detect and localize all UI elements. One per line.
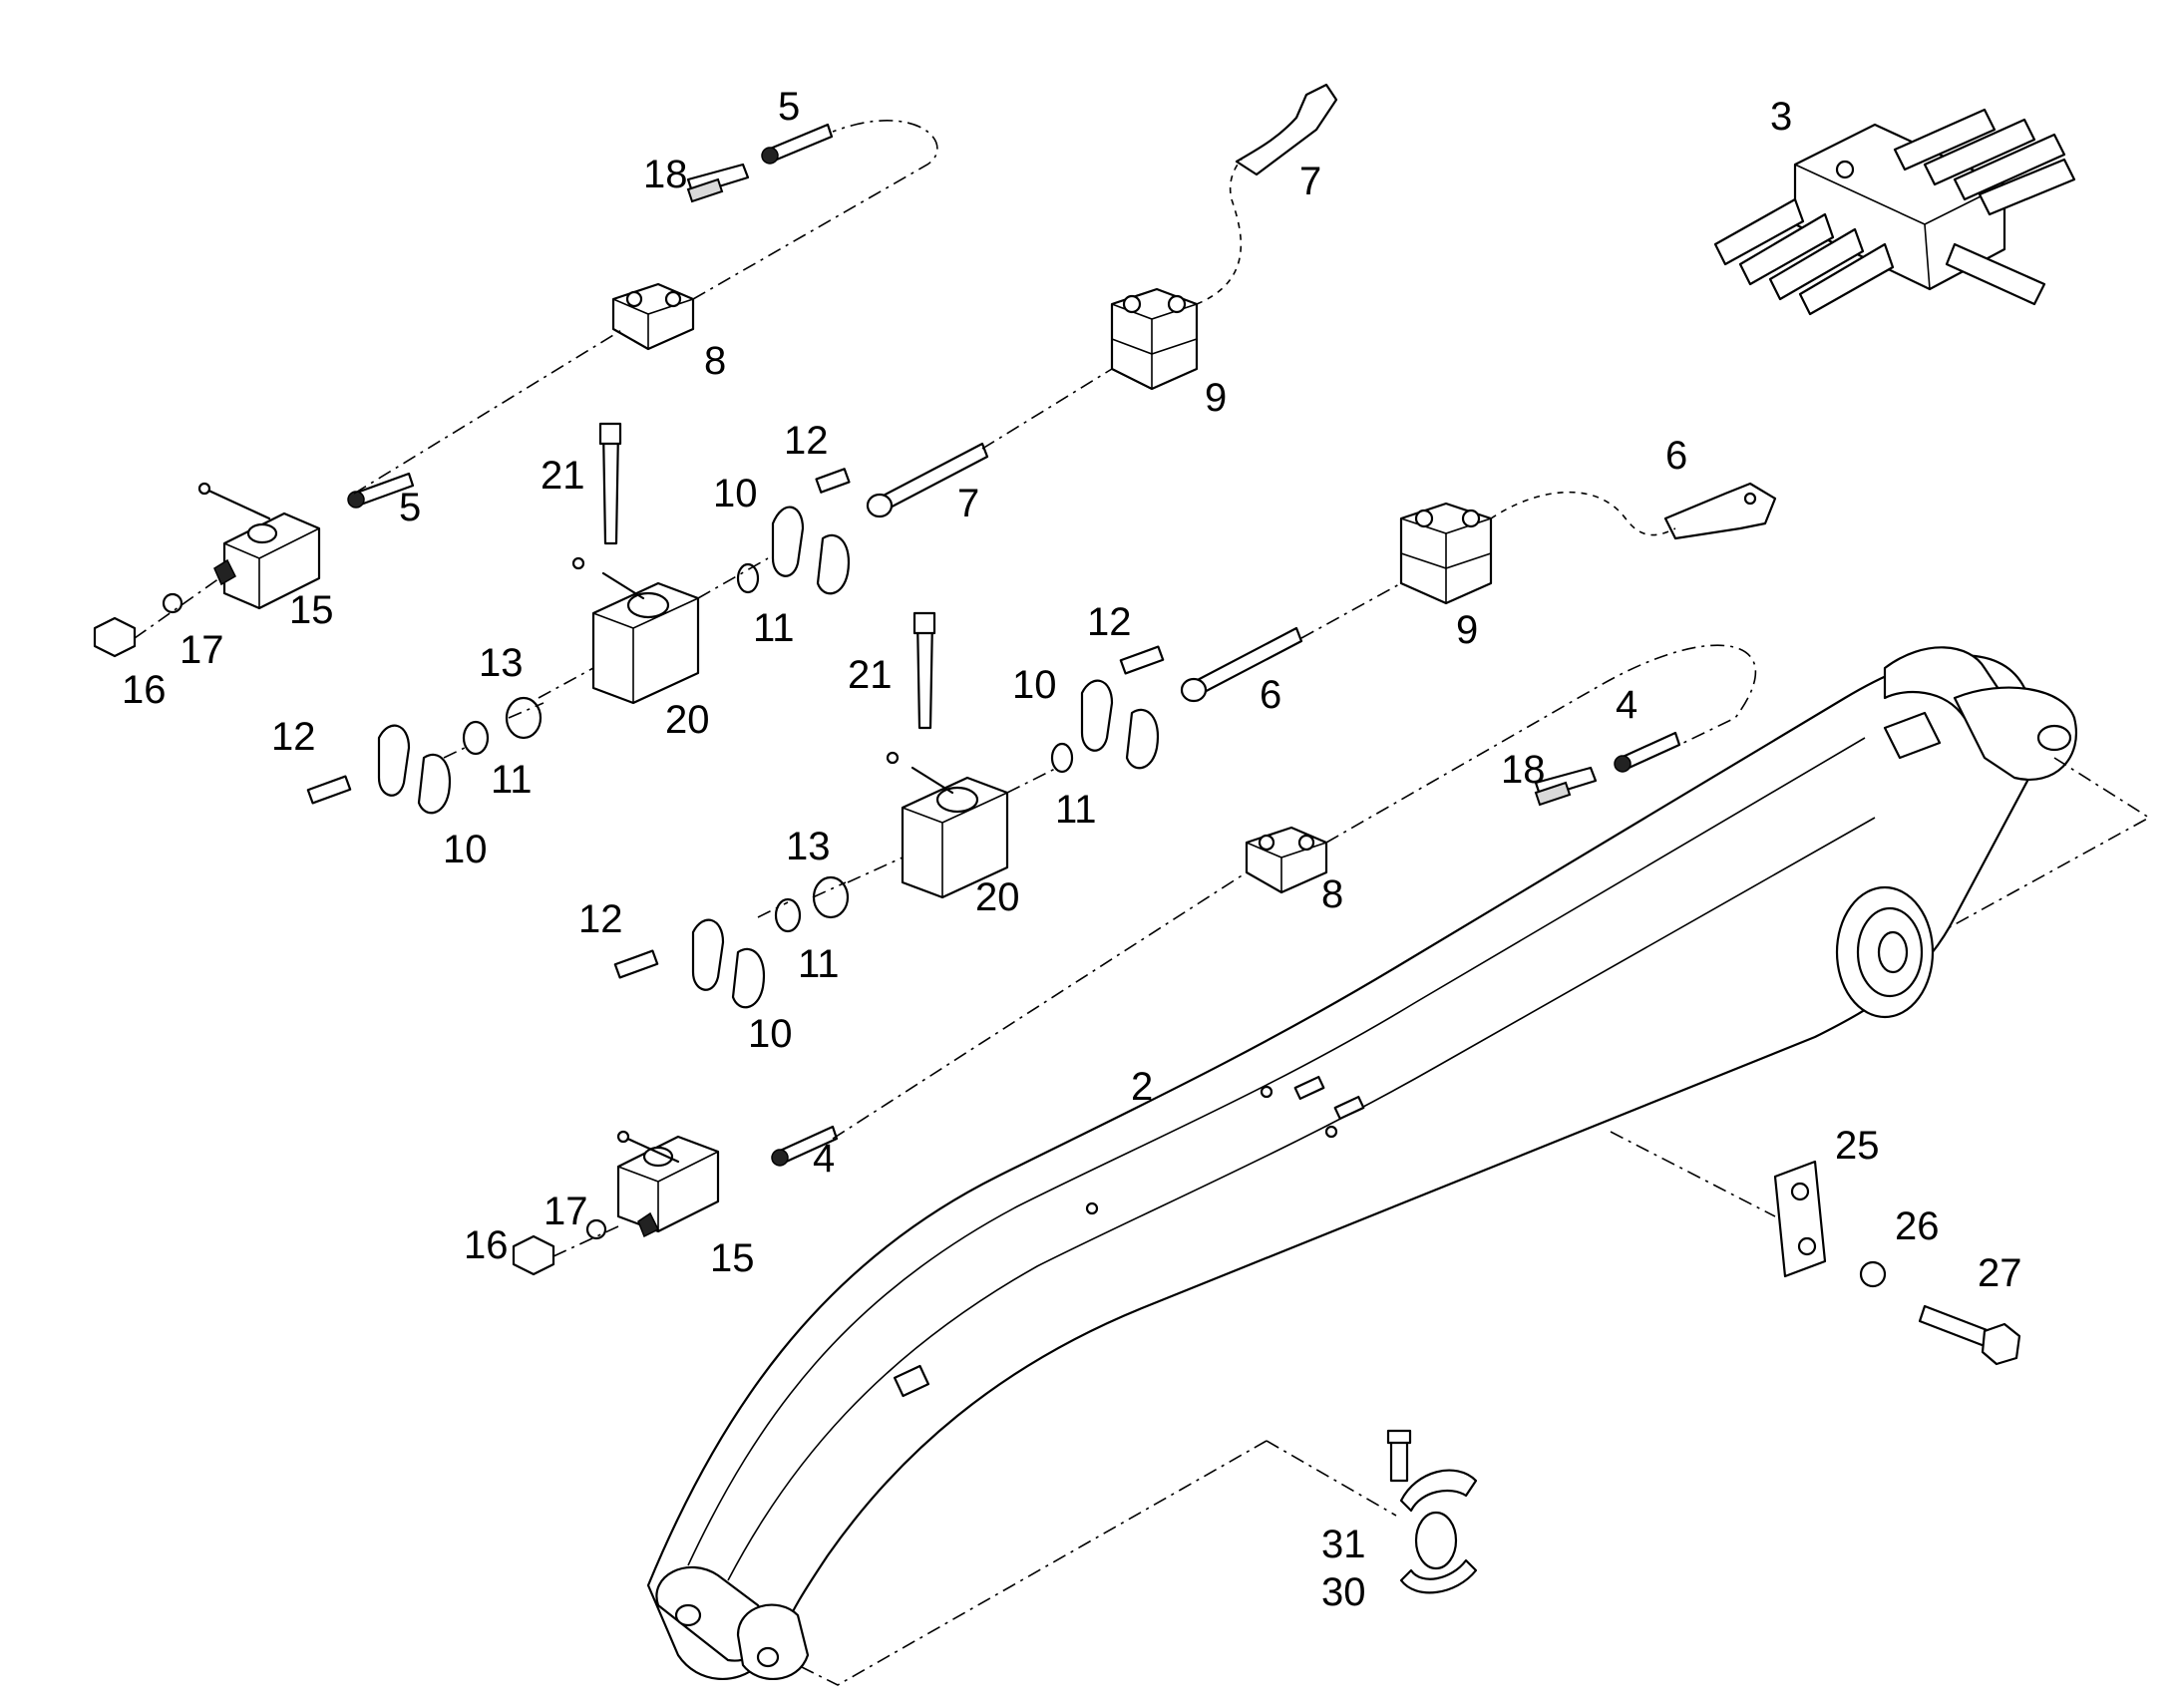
callout-ring-13-b: 13 [786,825,831,868]
callout-clamp-9-lower: 9 [1456,608,1478,652]
callout-bolt-21-b: 21 [848,653,893,697]
callout-valve-15-lower: 15 [710,1236,755,1280]
callout-flange-10-c: 10 [1012,663,1057,707]
callout-screw-12-b: 12 [271,715,316,759]
callout-flange-10-d: 10 [748,1012,793,1056]
callout-pipe-6-lower: 6 [1260,673,1281,717]
callout-pipe-5-lower: 5 [399,486,421,529]
callout-oring-11-a: 11 [753,606,795,650]
callout-boom: 2 [1131,1065,1153,1109]
callout-screw-12-a: 12 [784,419,829,463]
pipes [347,83,1777,1167]
valve-assemblies [93,482,720,1276]
boom [646,646,2077,1681]
callout-fitting-17-upper: 17 [180,628,224,672]
callout-screw-12-d: 12 [578,897,623,941]
callout-oring-11-d: 11 [798,942,840,986]
callout-screw-12-c: 12 [1087,600,1132,644]
callout-fitting-18-lower: 18 [1501,748,1546,792]
callout-block-20-b: 20 [975,875,1020,919]
callout-nut-16-lower: 16 [464,1223,509,1267]
callout-flange-10-a: 10 [713,472,758,515]
clamps [611,282,1493,894]
callout-pipe-5-upper: 5 [778,85,800,129]
callout-pipe-6-upper: 6 [1665,434,1687,478]
callout-oring-11-b: 11 [491,758,533,802]
callout-clamp-31: 31 [1321,1523,1366,1566]
callout-clamp-9-upper: 9 [1205,376,1227,420]
boom-hardware [686,163,2021,1594]
callout-oring-11-c: 11 [1055,788,1097,832]
callout-pipe-4-lower: 4 [813,1137,835,1181]
callout-pipe-4-upper: 4 [1616,683,1637,727]
callout-bolt-21-a: 21 [541,454,585,498]
callout-block-20-a: 20 [665,698,710,742]
flanges-and-seals [306,468,1165,1009]
callout-bolt-27: 27 [1978,1251,2022,1295]
callout-flange-10-b: 10 [443,828,488,871]
valve-blocks [571,422,1009,899]
callout-clamp-8-upper: 8 [704,339,726,383]
valve-block [1713,108,2076,316]
callout-plate-25: 25 [1835,1124,1880,1168]
callout-clamp-8-lower: 8 [1321,872,1343,916]
callout-fitting-18-upper: 18 [643,153,688,196]
callout-pipe-7-upper: 7 [1299,160,1321,203]
callout-valve-15-upper: 15 [289,588,334,632]
leader-lines [134,120,2151,1686]
callout-seal-30: 30 [1321,1570,1366,1614]
callout-ring-13-a: 13 [479,641,524,685]
callout-fitting-17-lower: 17 [544,1190,588,1233]
callout-valve-block: 3 [1770,95,1792,139]
callout-nut-16-upper: 16 [122,668,167,712]
callout-washer-26: 26 [1895,1204,1940,1248]
callout-pipe-7-lower: 7 [957,482,979,525]
callout-labels: 2 3 4 4 5 5 6 6 7 7 8 8 9 9 10 10 10 10 … [122,85,2022,1614]
